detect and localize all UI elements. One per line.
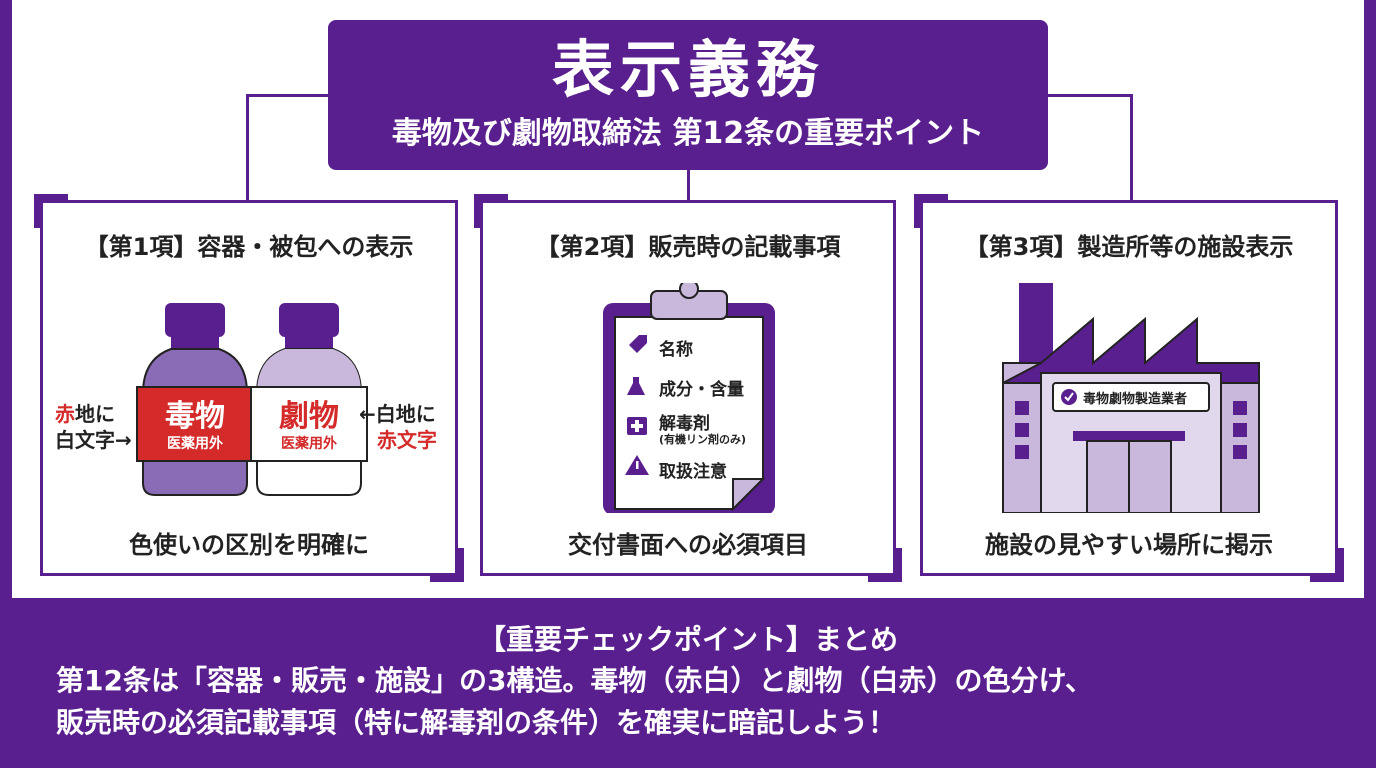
checklist-item-note: (有機リン剤のみ) [659, 433, 747, 446]
clipboard-illustration: 名称 成分・含量 解毒剤 (有機リン剤のみ) 取扱注意 [483, 279, 893, 515]
card-title: 【第3項】製造所等の施設表示 [964, 233, 1294, 261]
bottles-icon [136, 303, 368, 496]
summary-line-2: 販売時の必須記載事項（特に解毒剤の条件）を確実に暗記しよう！ [56, 706, 897, 739]
connector-left [246, 94, 331, 203]
factory-icon [1002, 283, 1260, 514]
connector-right [1048, 94, 1133, 203]
corner-accent [34, 194, 68, 228]
checklist-item: 名称 [659, 340, 693, 360]
arrow-left-icon: ← [359, 402, 376, 426]
summary-heading: 【重要チェックポイント】まとめ [477, 623, 898, 656]
white-background-note: ←白地に 赤文字 [359, 402, 437, 452]
card-section-2: 【第2項】販売時の記載事項 名称 成分・含量 解毒剤 (有機リン剤のみ) 取扱注… [474, 194, 902, 582]
checklist-item: 取扱注意 [659, 462, 727, 482]
page-title: 表示義務 [551, 33, 824, 106]
corner-accent [914, 194, 948, 228]
card-caption: 施設の見やすい場所に掲示 [985, 531, 1273, 559]
poison-label-name: 毒物 [165, 399, 225, 434]
card-title: 【第2項】販売時の記載事項 [535, 233, 841, 261]
card-caption: 交付書面への必須項目 [568, 531, 808, 559]
corner-accent [1310, 548, 1344, 582]
title-banner: 表示義務 毒物及び劇物取締法 第12条の重要ポイント [328, 20, 1048, 170]
checklist-item: 成分・含量 [659, 380, 744, 400]
card-title: 【第1項】容器・被包への表示 [84, 233, 414, 261]
summary-line-1: 第12条は「容器・販売・施設」の3構造。毒物（赤白）と劇物（白赤）の色分け、 [56, 664, 1094, 697]
card-section-1: 【第1項】容器・被包への表示 毒物 医薬用外 劇物 医薬用外 赤地に 白文字→ … [34, 194, 464, 582]
card-caption: 色使いの区別を明確に [129, 531, 369, 559]
clipboard-icon [603, 279, 775, 515]
factory-illustration: 毒物劇物製造業者 [923, 283, 1335, 514]
poison-label-note: 医薬用外 [167, 436, 223, 452]
bottles-illustration: 毒物 医薬用外 劇物 医薬用外 赤地に 白文字→ ←白地に 赤文字 [43, 283, 455, 513]
deleterious-label-note: 医薬用外 [281, 436, 337, 452]
connector-center [687, 170, 690, 200]
arrow-right-icon: → [115, 428, 132, 452]
deleterious-label-name: 劇物 [279, 399, 339, 434]
corner-accent [474, 194, 508, 228]
page-subtitle: 毒物及び劇物取締法 第12条の重要ポイント [391, 116, 985, 151]
corner-accent [430, 548, 464, 582]
red-background-note: 赤地に 白文字→ [55, 402, 132, 452]
corner-accent [868, 548, 902, 582]
checklist-item: 解毒剤 [659, 414, 710, 434]
facility-sign-text: 毒物劇物製造業者 [1083, 392, 1188, 407]
summary-section: 【重要チェックポイント】まとめ 第12条は「容器・販売・施設」の3構造。毒物（赤… [0, 620, 1376, 744]
card-section-3: 【第3項】製造所等の施設表示 毒物劇物製造業者 施設の見やすい場所に掲示 [914, 194, 1344, 582]
